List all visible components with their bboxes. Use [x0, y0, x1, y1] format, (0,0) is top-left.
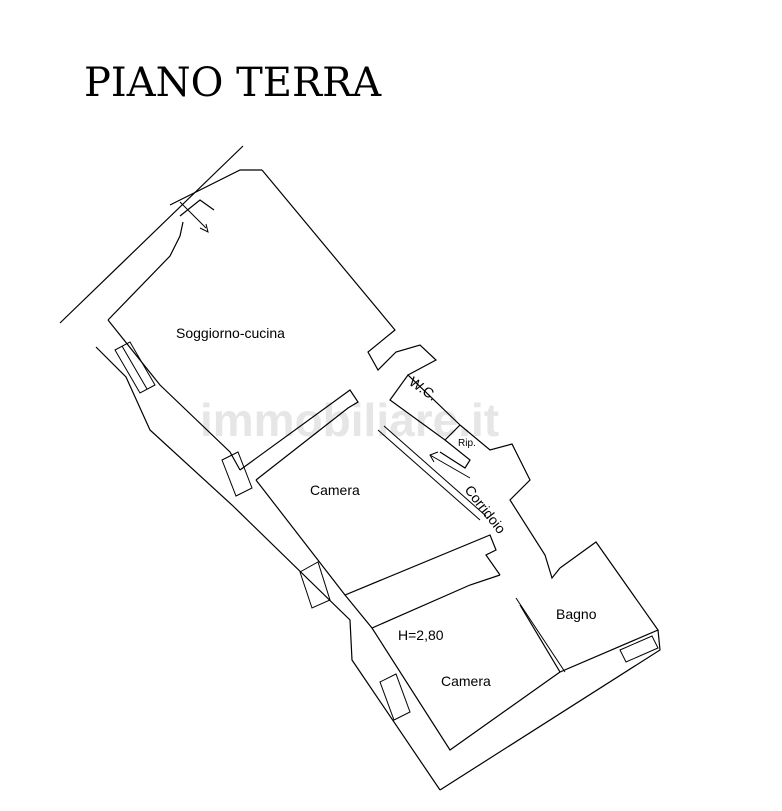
- window-5: [619, 635, 659, 663]
- room-label-bedroom-2: Camera: [441, 673, 491, 689]
- bedroom-1-door: [377, 425, 487, 521]
- corridor-arrow-icon: [429, 451, 471, 479]
- room-label-bathroom: Bagno: [556, 606, 597, 622]
- room-label-living-kitchen: Soggiorno-cucina: [176, 325, 285, 341]
- storage-outline: [439, 439, 471, 469]
- entrance-wall: [169, 169, 262, 217]
- bathroom-door: [515, 597, 566, 673]
- watermark-text: immobiliare.it: [200, 394, 499, 446]
- height-note: H=2,80: [398, 627, 444, 643]
- room-label-corridor: Corridoio: [462, 482, 510, 537]
- room-label-bedroom-1: Camera: [310, 482, 360, 498]
- facade-wall: [95, 346, 441, 791]
- window-2: [221, 451, 253, 497]
- window-4: [379, 673, 411, 721]
- window-3: [299, 561, 331, 609]
- living-kitchen-outline: [107, 169, 461, 471]
- window-1: [114, 341, 156, 394]
- partition-living-bedroom: [239, 389, 359, 481]
- page-title: PIANO TERRA: [84, 60, 382, 106]
- street-line: [59, 145, 244, 324]
- wc-outline: [389, 374, 461, 441]
- bedroom-2-outline: [344, 574, 561, 751]
- bedroom-1-outline: [255, 479, 501, 596]
- room-label-storage: Rip.: [458, 438, 476, 449]
- entrance-arrow-icon: [179, 201, 209, 233]
- rear-wall: [439, 629, 661, 791]
- corridor-outline: [459, 424, 561, 580]
